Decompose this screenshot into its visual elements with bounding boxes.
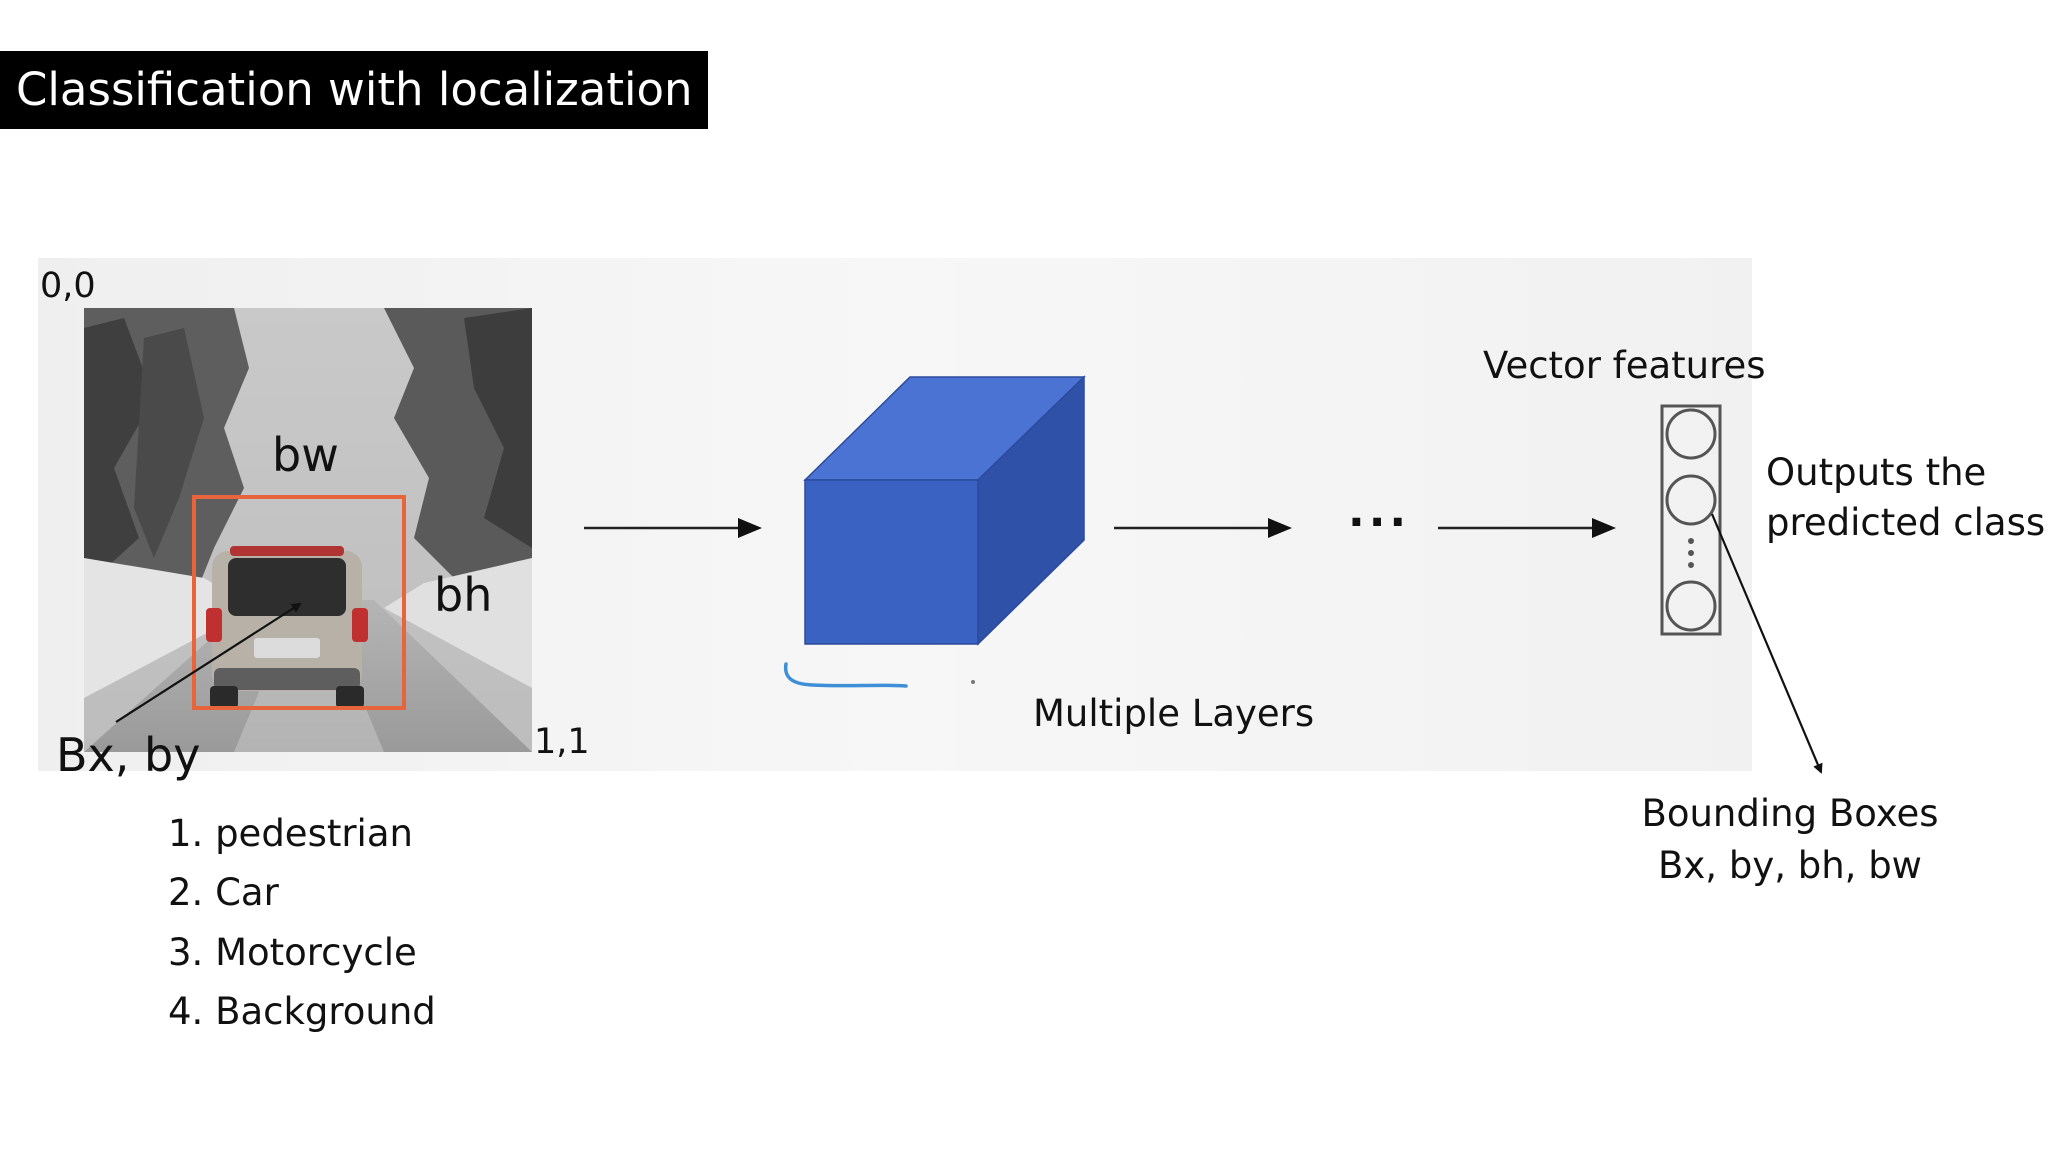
class-item-car: 2. Car	[168, 871, 279, 914]
multiple-layers-caption: Multiple Layers	[1033, 692, 1315, 735]
corner-label-top-left: 0,0	[40, 266, 96, 306]
bounding-boxes-label: Bounding Boxes Bx, by, bh, bw	[1640, 788, 1940, 892]
vector-features-label: Vector features	[1483, 344, 1766, 387]
feature-volume-cube-icon	[803, 375, 1086, 646]
corner-label-bottom-right: 1,1	[534, 722, 590, 762]
predicted-class-line2: predicted class	[1766, 501, 2046, 544]
slide-title: Classification with localization	[16, 63, 693, 116]
class-item-background: 4. Background	[168, 990, 436, 1033]
class-list: 1. pedestrian 2. Car 3. Motorcycle 4. Ba…	[168, 806, 436, 1043]
pen-mark	[783, 662, 908, 688]
class-item-pedestrian: 1. pedestrian	[168, 812, 413, 855]
bounding-boxes-line2: Bx, by, bh, bw	[1658, 844, 1922, 887]
continuation-dots: ...	[1348, 486, 1411, 537]
bounding-boxes-line1: Bounding Boxes	[1641, 792, 1939, 835]
vector-to-bbox-arrow	[1710, 513, 1823, 774]
box-width-label: bw	[272, 428, 339, 482]
snowy-road-car-photo	[84, 308, 532, 752]
box-center-label: Bx, by	[56, 728, 201, 782]
arrow-image-to-cube	[584, 518, 762, 538]
class-item-motorcycle: 3. Motorcycle	[168, 931, 417, 974]
arrow-dots-to-vector	[1438, 518, 1616, 538]
arrow-cube-to-dots	[1114, 518, 1292, 538]
center-pointer-arrow	[115, 602, 302, 723]
predicted-class-line1: Outputs the	[1766, 451, 1987, 494]
predicted-class-label: Outputs the predicted class	[1766, 448, 2045, 548]
box-height-label: bh	[434, 568, 493, 622]
bounding-box	[192, 495, 406, 710]
vector-features-column-icon	[1660, 404, 1722, 636]
pen-dot	[971, 680, 975, 684]
title-bar: Classification with localization	[0, 51, 708, 129]
